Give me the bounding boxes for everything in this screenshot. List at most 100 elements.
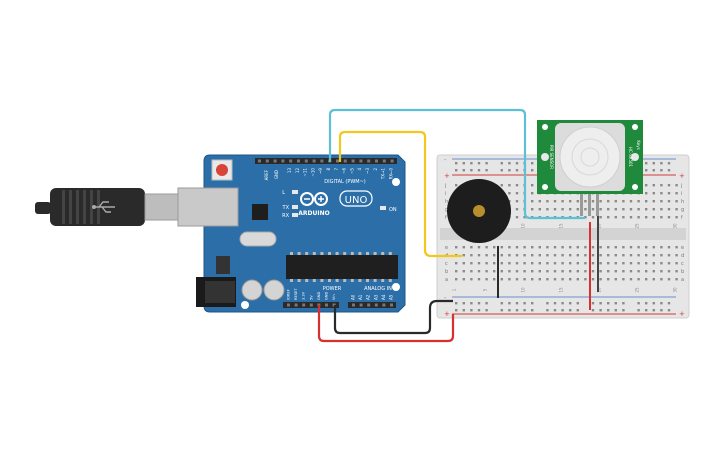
breadboard-hole[interactable] <box>515 200 519 203</box>
breadboard-hole[interactable] <box>629 200 633 203</box>
breadboard-hole[interactable] <box>553 309 557 312</box>
breadboard-hole[interactable] <box>508 246 511 249</box>
breadboard-hole[interactable] <box>675 192 678 195</box>
breadboard-hole[interactable] <box>455 162 458 165</box>
breadboard-hole[interactable] <box>569 254 572 257</box>
breadboard-hole[interactable] <box>629 262 633 265</box>
breadboard-hole[interactable] <box>455 278 458 281</box>
breadboard-hole[interactable] <box>584 254 587 257</box>
breadboard-hole[interactable] <box>614 262 617 265</box>
breadboard-hole[interactable] <box>485 254 488 257</box>
breadboard-hole[interactable] <box>523 246 526 249</box>
breadboard-hole[interactable] <box>546 270 549 273</box>
breadboard-hole[interactable] <box>538 278 541 281</box>
breadboard-hole[interactable] <box>553 208 557 211</box>
breadboard-hole[interactable] <box>675 200 678 203</box>
breadboard-hole[interactable] <box>622 262 625 265</box>
breadboard-hole[interactable] <box>515 270 519 273</box>
breadboard-hole[interactable] <box>462 169 465 172</box>
breadboard-hole[interactable] <box>508 169 511 172</box>
breadboard-hole[interactable] <box>455 309 458 312</box>
breadboard-hole[interactable] <box>531 246 534 249</box>
breadboard-hole[interactable] <box>515 169 519 172</box>
breadboard-hole[interactable] <box>569 270 572 273</box>
breadboard-hole[interactable] <box>645 254 648 257</box>
breadboard-hole[interactable] <box>508 302 511 305</box>
breadboard-hole[interactable] <box>477 302 481 305</box>
breadboard-hole[interactable] <box>485 278 488 281</box>
breadboard-hole[interactable] <box>553 262 557 265</box>
breadboard-hole[interactable] <box>660 169 663 172</box>
breadboard-hole[interactable] <box>614 246 617 249</box>
breadboard-hole[interactable] <box>675 278 678 281</box>
breadboard-hole[interactable] <box>660 254 663 257</box>
breadboard-hole[interactable] <box>531 184 534 187</box>
breadboard-hole[interactable] <box>531 162 534 165</box>
breadboard-hole[interactable] <box>553 200 557 203</box>
wire-buzzer-yellow[interactable] <box>338 130 462 258</box>
breadboard-hole[interactable] <box>614 309 617 312</box>
breadboard-hole[interactable] <box>531 208 534 211</box>
breadboard-hole[interactable] <box>645 192 648 195</box>
breadboard-hole[interactable] <box>614 254 617 257</box>
breadboard-hole[interactable] <box>660 184 663 187</box>
breadboard-hole[interactable] <box>455 184 458 187</box>
pir-potentiometer[interactable] <box>631 153 639 161</box>
breadboard-hole[interactable] <box>493 262 496 265</box>
breadboard-hole[interactable] <box>462 278 465 281</box>
breadboard-hole[interactable] <box>652 216 655 219</box>
breadboard-hole[interactable] <box>667 169 671 172</box>
breadboard-hole[interactable] <box>584 208 587 211</box>
breadboard-hole[interactable] <box>477 262 481 265</box>
breadboard-hole[interactable] <box>584 216 587 219</box>
breadboard-hole[interactable] <box>591 278 595 281</box>
breadboard-hole[interactable] <box>561 200 564 203</box>
breadboard-hole[interactable] <box>599 309 602 312</box>
breadboard-hole[interactable] <box>455 270 458 273</box>
breadboard-hole[interactable] <box>629 278 633 281</box>
breadboard-hole[interactable] <box>622 246 625 249</box>
breadboard-hole[interactable] <box>515 192 519 195</box>
breadboard-hole[interactable] <box>576 302 579 305</box>
breadboard-hole[interactable] <box>485 169 488 172</box>
breadboard-hole[interactable] <box>675 246 678 249</box>
breadboard-hole[interactable] <box>531 169 534 172</box>
breadboard-hole[interactable] <box>538 262 541 265</box>
breadboard-hole[interactable] <box>500 254 503 257</box>
breadboard-hole[interactable] <box>538 200 541 203</box>
breadboard-hole[interactable] <box>645 309 648 312</box>
breadboard-hole[interactable] <box>538 246 541 249</box>
breadboard-hole[interactable] <box>515 208 519 211</box>
breadboard-hole[interactable] <box>561 246 564 249</box>
breadboard-hole[interactable] <box>462 246 465 249</box>
breadboard-hole[interactable] <box>523 309 526 312</box>
breadboard-hole[interactable] <box>614 302 617 305</box>
breadboard-hole[interactable] <box>652 278 655 281</box>
breadboard-hole[interactable] <box>462 309 465 312</box>
breadboard-hole[interactable] <box>500 184 503 187</box>
breadboard-hole[interactable] <box>561 309 564 312</box>
breadboard-hole[interactable] <box>607 200 610 203</box>
breadboard-hole[interactable] <box>645 200 648 203</box>
breadboard-hole[interactable] <box>645 278 648 281</box>
breadboard-hole[interactable] <box>667 200 671 203</box>
breadboard-hole[interactable] <box>607 270 610 273</box>
breadboard-hole[interactable] <box>553 278 557 281</box>
breadboard-hole[interactable] <box>531 309 534 312</box>
wire-ground-black[interactable] <box>333 299 453 335</box>
breadboard-hole[interactable] <box>629 216 633 219</box>
breadboard-hole[interactable] <box>485 162 488 165</box>
breadboard-hole[interactable] <box>477 254 481 257</box>
breadboard-hole[interactable] <box>508 278 511 281</box>
breadboard-hole[interactable] <box>569 262 572 265</box>
breadboard-hole[interactable] <box>531 302 534 305</box>
breadboard-hole[interactable] <box>591 302 595 305</box>
breadboard-hole[interactable] <box>455 302 458 305</box>
breadboard-hole[interactable] <box>493 254 496 257</box>
breadboard-hole[interactable] <box>477 162 481 165</box>
breadboard-hole[interactable] <box>637 254 640 257</box>
breadboard-hole[interactable] <box>622 200 625 203</box>
pir-potentiometer[interactable] <box>541 153 549 161</box>
breadboard-hole[interactable] <box>667 309 671 312</box>
breadboard-hole[interactable] <box>493 246 496 249</box>
